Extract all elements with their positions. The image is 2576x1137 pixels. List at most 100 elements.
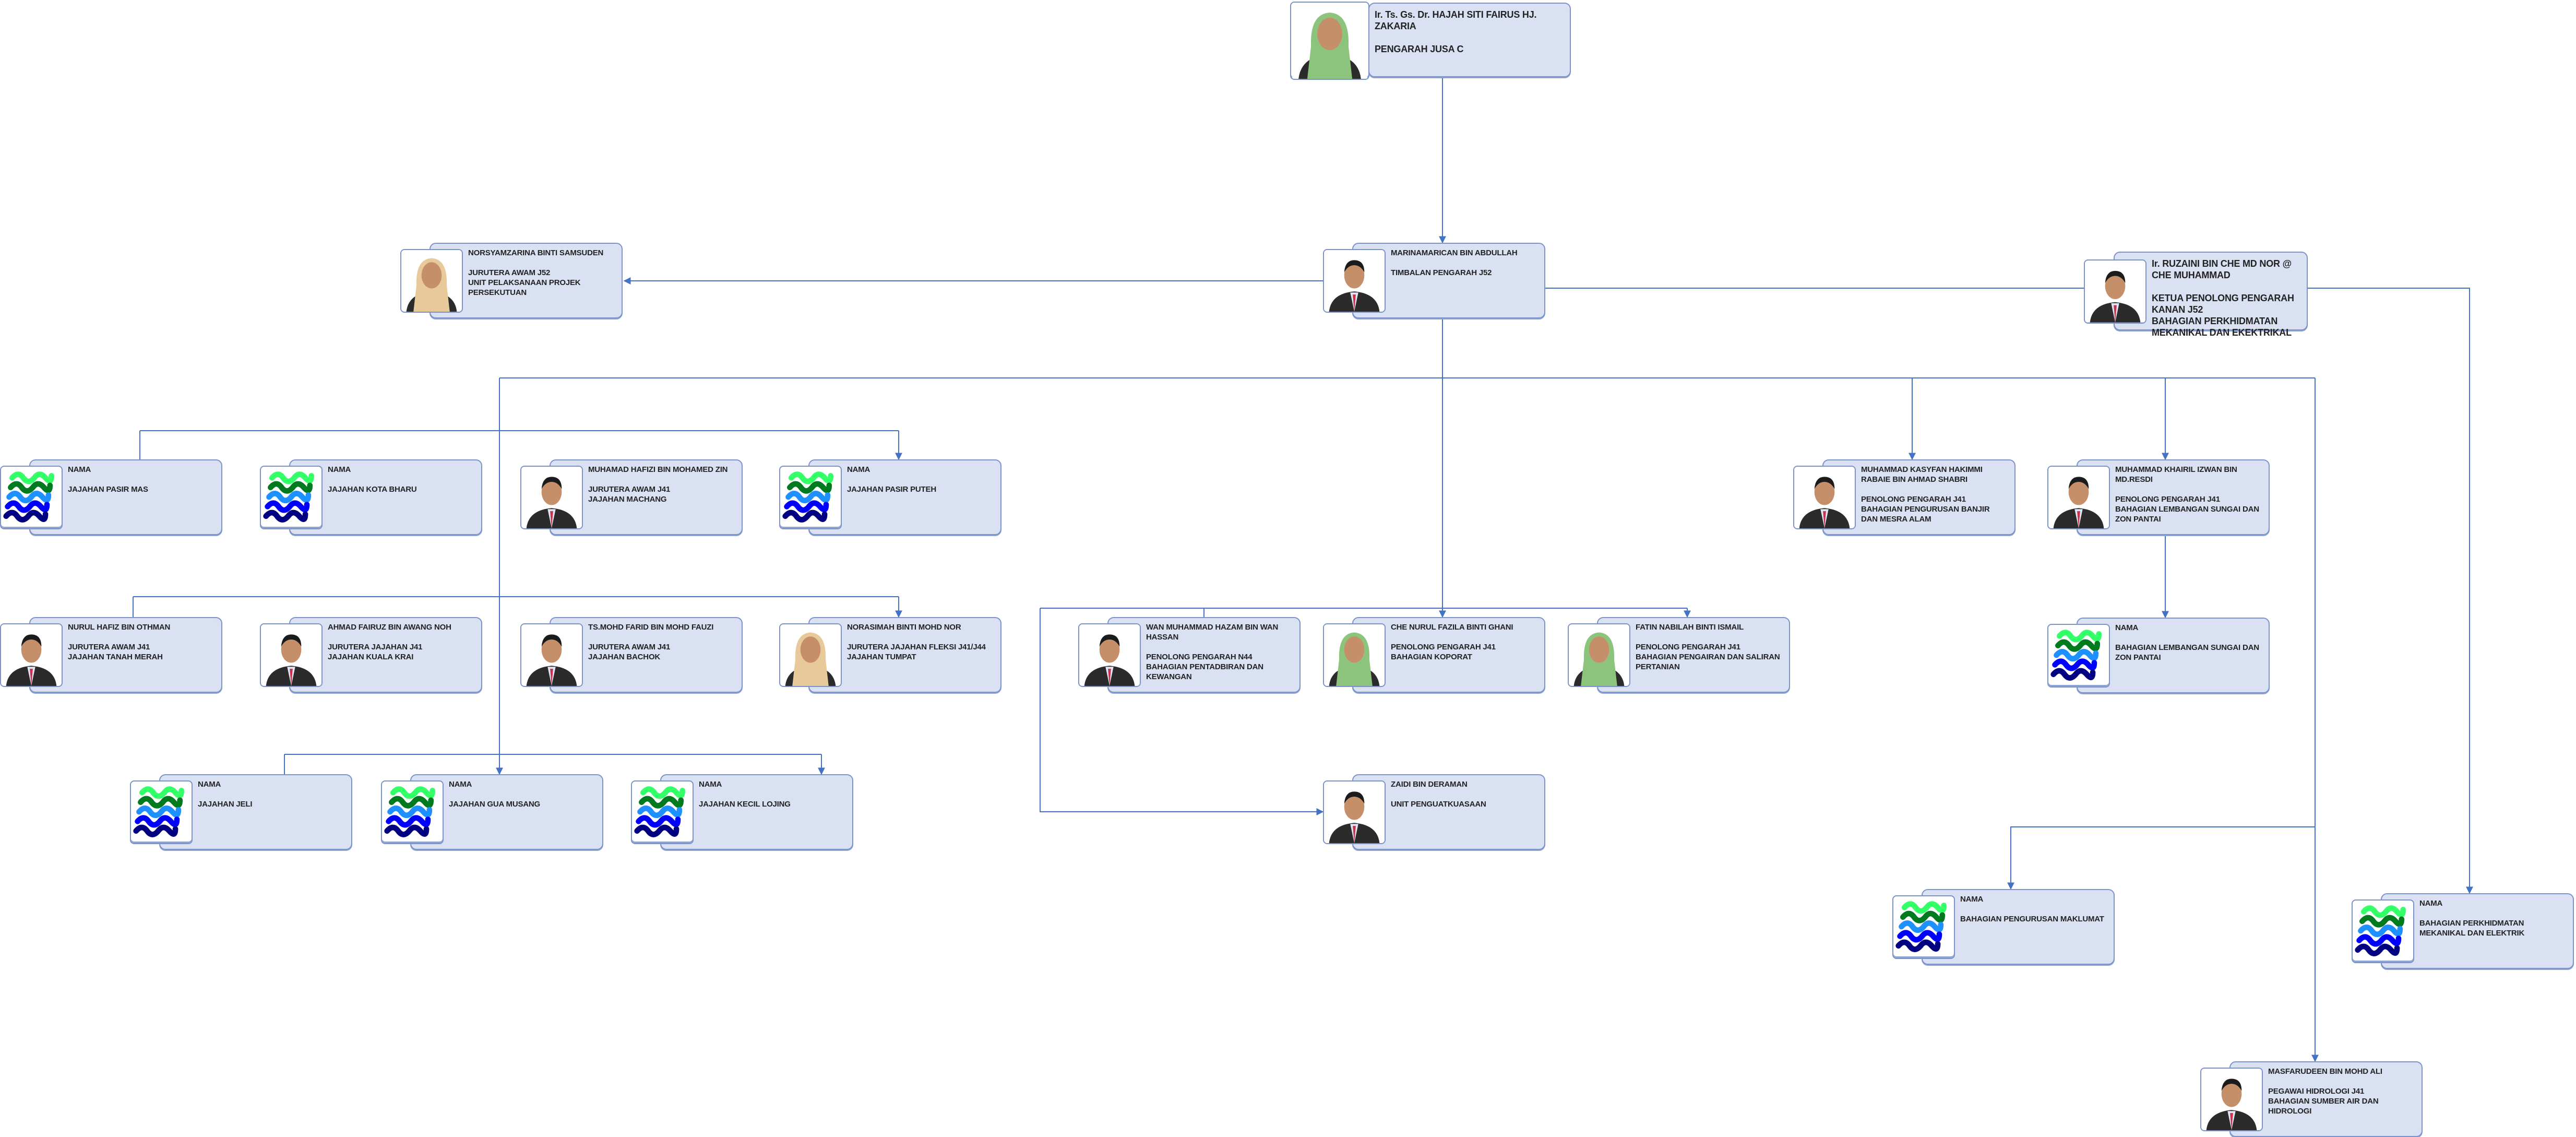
person-name: NAMA (449, 780, 472, 789)
position-title: PENOLONG PENGARAH J41 (1861, 495, 1966, 504)
position-title: PENOLONG PENGARAH J41 (2115, 495, 2220, 504)
node-text: NAMA JAJAHAN GUA MUSANG (449, 779, 596, 809)
connector-mid-to-penguatkuasaan (1040, 608, 1324, 815)
position-title: JURUTERA AWAM J52 (468, 268, 551, 277)
person-name: CHE NURUL FAZILA BINTI GHANI (1391, 623, 1513, 632)
person-name: NAMA (2419, 899, 2443, 908)
department-name: BAHAGIAN PENGURUSAN BANJIR DAN MESRA ALA… (1861, 505, 1990, 524)
person-photo-icon (1079, 624, 1140, 686)
department-name: UNIT PELAKSANAAN PROJEK PERSEKUTUAN (468, 278, 581, 297)
department-name: JAJAHAN TANAH MERAH (68, 653, 163, 661)
jps-wave-logo-icon (384, 786, 435, 837)
person-name: ZAIDI BIN DERAMAN (1391, 780, 1468, 789)
person-photo-icon (521, 624, 582, 686)
person-name: MASFARUDEEN BIN MOHD ALI (2268, 1067, 2382, 1076)
jps-logo (2352, 899, 2414, 963)
node-text: NORASIMAH BINTI MOHD NOR JURUTERA JAJAHAN… (847, 622, 994, 662)
node-text: MARINAMARICAN BIN ABDULLAH TIMBALAN PENGA… (1391, 248, 1538, 278)
person-photo (520, 623, 583, 687)
node-text: FATIN NABILAH BINTI ISMAIL PENOLONG PENGA… (1636, 622, 1783, 672)
jps-logo (779, 466, 842, 529)
position-title: PENOLONG PENGARAH J41 (1391, 643, 1496, 652)
person-photo (1078, 623, 1141, 687)
position-title: PENOLONG PENGARAH J41 (1636, 643, 1740, 652)
position-title: JAJAHAN GUA MUSANG (449, 800, 541, 809)
node-text: NAMA BAHAGIAN PERKHIDMATAN MEKANIKAL DAN … (2419, 898, 2567, 938)
person-name: NORSYAMZARINA BINTI SAMSUDEN (468, 248, 604, 257)
position-title: JURUTERA JAJAHAN FLEKSI J41/J44 (847, 643, 986, 652)
jps-wave-logo-icon (2355, 905, 2406, 956)
person-name: NAMA (328, 465, 351, 474)
person-photo-icon (1569, 624, 1629, 686)
person-photo-icon (401, 250, 462, 312)
node-text: MUHAMAD HAFIZI BIN MOHAMED ZIN JURUTERA A… (588, 465, 735, 504)
person-name: Ir. Ts. Gs. Dr. HAJAH SITI FAIRUS HJ. ZA… (1375, 9, 1537, 31)
jps-logo (381, 780, 444, 844)
person-name: FATIN NABILAH BINTI ISMAIL (1636, 623, 1744, 632)
node-text: NAMA JAJAHAN KECIL LOJING (699, 779, 846, 809)
jps-logo (631, 780, 694, 844)
position-title: BAHAGIAN PENGURUSAN MAKLUMAT (1960, 915, 2104, 923)
jps-logo (2047, 624, 2110, 688)
department-name: JAJAHAN TUMPAT (847, 653, 916, 661)
position-title: PENOLONG PENGARAH N44 (1146, 653, 1253, 661)
node-text: NAMA JAJAHAN KOTA BHARU (328, 465, 475, 494)
person-photo-icon (1324, 250, 1385, 312)
position-title: KETUA PENOLONG PENGARAH KANAN J52 (2152, 293, 2294, 315)
jps-wave-logo-icon (3, 471, 54, 523)
department-name: JAJAHAN KUALA KRAI (328, 653, 414, 661)
department-name: BAHAGIAN KOPORAT (1391, 653, 1472, 661)
person-photo-icon (2085, 260, 2145, 323)
connector-mechanical-to-elektrik (2308, 288, 2473, 894)
position-title: TIMBALAN PENGARAH J52 (1391, 268, 1492, 277)
position-title: PENGARAH JUSA C (1375, 44, 1464, 54)
person-photo (1323, 623, 1386, 687)
person-name: MUHAMMAD KHAIRIL IZWAN BIN MD.RESDI (2115, 465, 2237, 484)
person-name: NAMA (847, 465, 870, 474)
department-name: JAJAHAN BACHOK (588, 653, 661, 661)
jps-wave-logo-icon (1895, 901, 1947, 952)
person-name: MARINAMARICAN BIN ABDULLAH (1391, 248, 1518, 257)
person-photo (2084, 259, 2146, 324)
department-name: JAJAHAN MACHANG (588, 495, 667, 504)
department-name: BAHAGIAN PENTADBIRAN DAN KEWANGAN (1146, 662, 1263, 681)
person-name: MUHAMAD HAFIZI BIN MOHAMED ZIN (588, 465, 728, 474)
position-title: BAHAGIAN PERKHIDMATAN MEKANIKAL DAN ELEK… (2419, 919, 2525, 938)
person-photo (400, 249, 463, 313)
position-title: JURUTERA AWAM J41 (68, 643, 150, 652)
person-photo-icon (521, 467, 582, 528)
jps-logo (0, 466, 63, 529)
person-name: NAMA (68, 465, 91, 474)
connector-bus-to-maklumat (2007, 826, 2315, 890)
position-title: JURUTERA AWAM J41 (588, 485, 671, 494)
person-photo-icon (1292, 3, 1367, 79)
department-name: BAHAGIAN PERKHIDMATAN MEKANIKAL DAN EKEK… (2152, 316, 2292, 338)
person-name: TS.MOHD FARID BIN MOHD FAUZI (588, 623, 714, 632)
department-name: BAHAGIAN PENGAIRAN DAN SALIRAN PERTANIAN (1636, 653, 1780, 671)
person-name: NORASIMAH BINTI MOHD NOR (847, 623, 961, 632)
position-title: JAJAHAN KOTA BHARU (328, 485, 417, 494)
person-name: MUHAMMAD KASYFAN HAKIMMI RABAIE BIN AHMA… (1861, 465, 1983, 484)
person-photo (1323, 249, 1386, 313)
node-text: CHE NURUL FAZILA BINTI GHANI PENOLONG PEN… (1391, 622, 1538, 662)
person-photo-icon (1, 624, 62, 686)
jps-logo (1892, 895, 1955, 959)
person-photo (779, 623, 842, 687)
person-photo (520, 466, 583, 529)
position-title: JAJAHAN KECIL LOJING (699, 800, 791, 809)
person-photo (1568, 623, 1630, 687)
person-photo (260, 623, 323, 687)
position-title: JAJAHAN PASIR PUTEH (847, 485, 936, 494)
person-name: NAMA (699, 780, 722, 789)
jps-wave-logo-icon (263, 471, 314, 523)
person-photo-icon (1324, 624, 1385, 686)
node-text: NORSYAMZARINA BINTI SAMSUDEN JURUTERA AWA… (468, 248, 615, 298)
person-photo-icon (1324, 781, 1385, 843)
person-photo-icon (2048, 467, 2109, 528)
person-photo-icon (261, 624, 321, 686)
person-photo-icon (2201, 1069, 2262, 1130)
